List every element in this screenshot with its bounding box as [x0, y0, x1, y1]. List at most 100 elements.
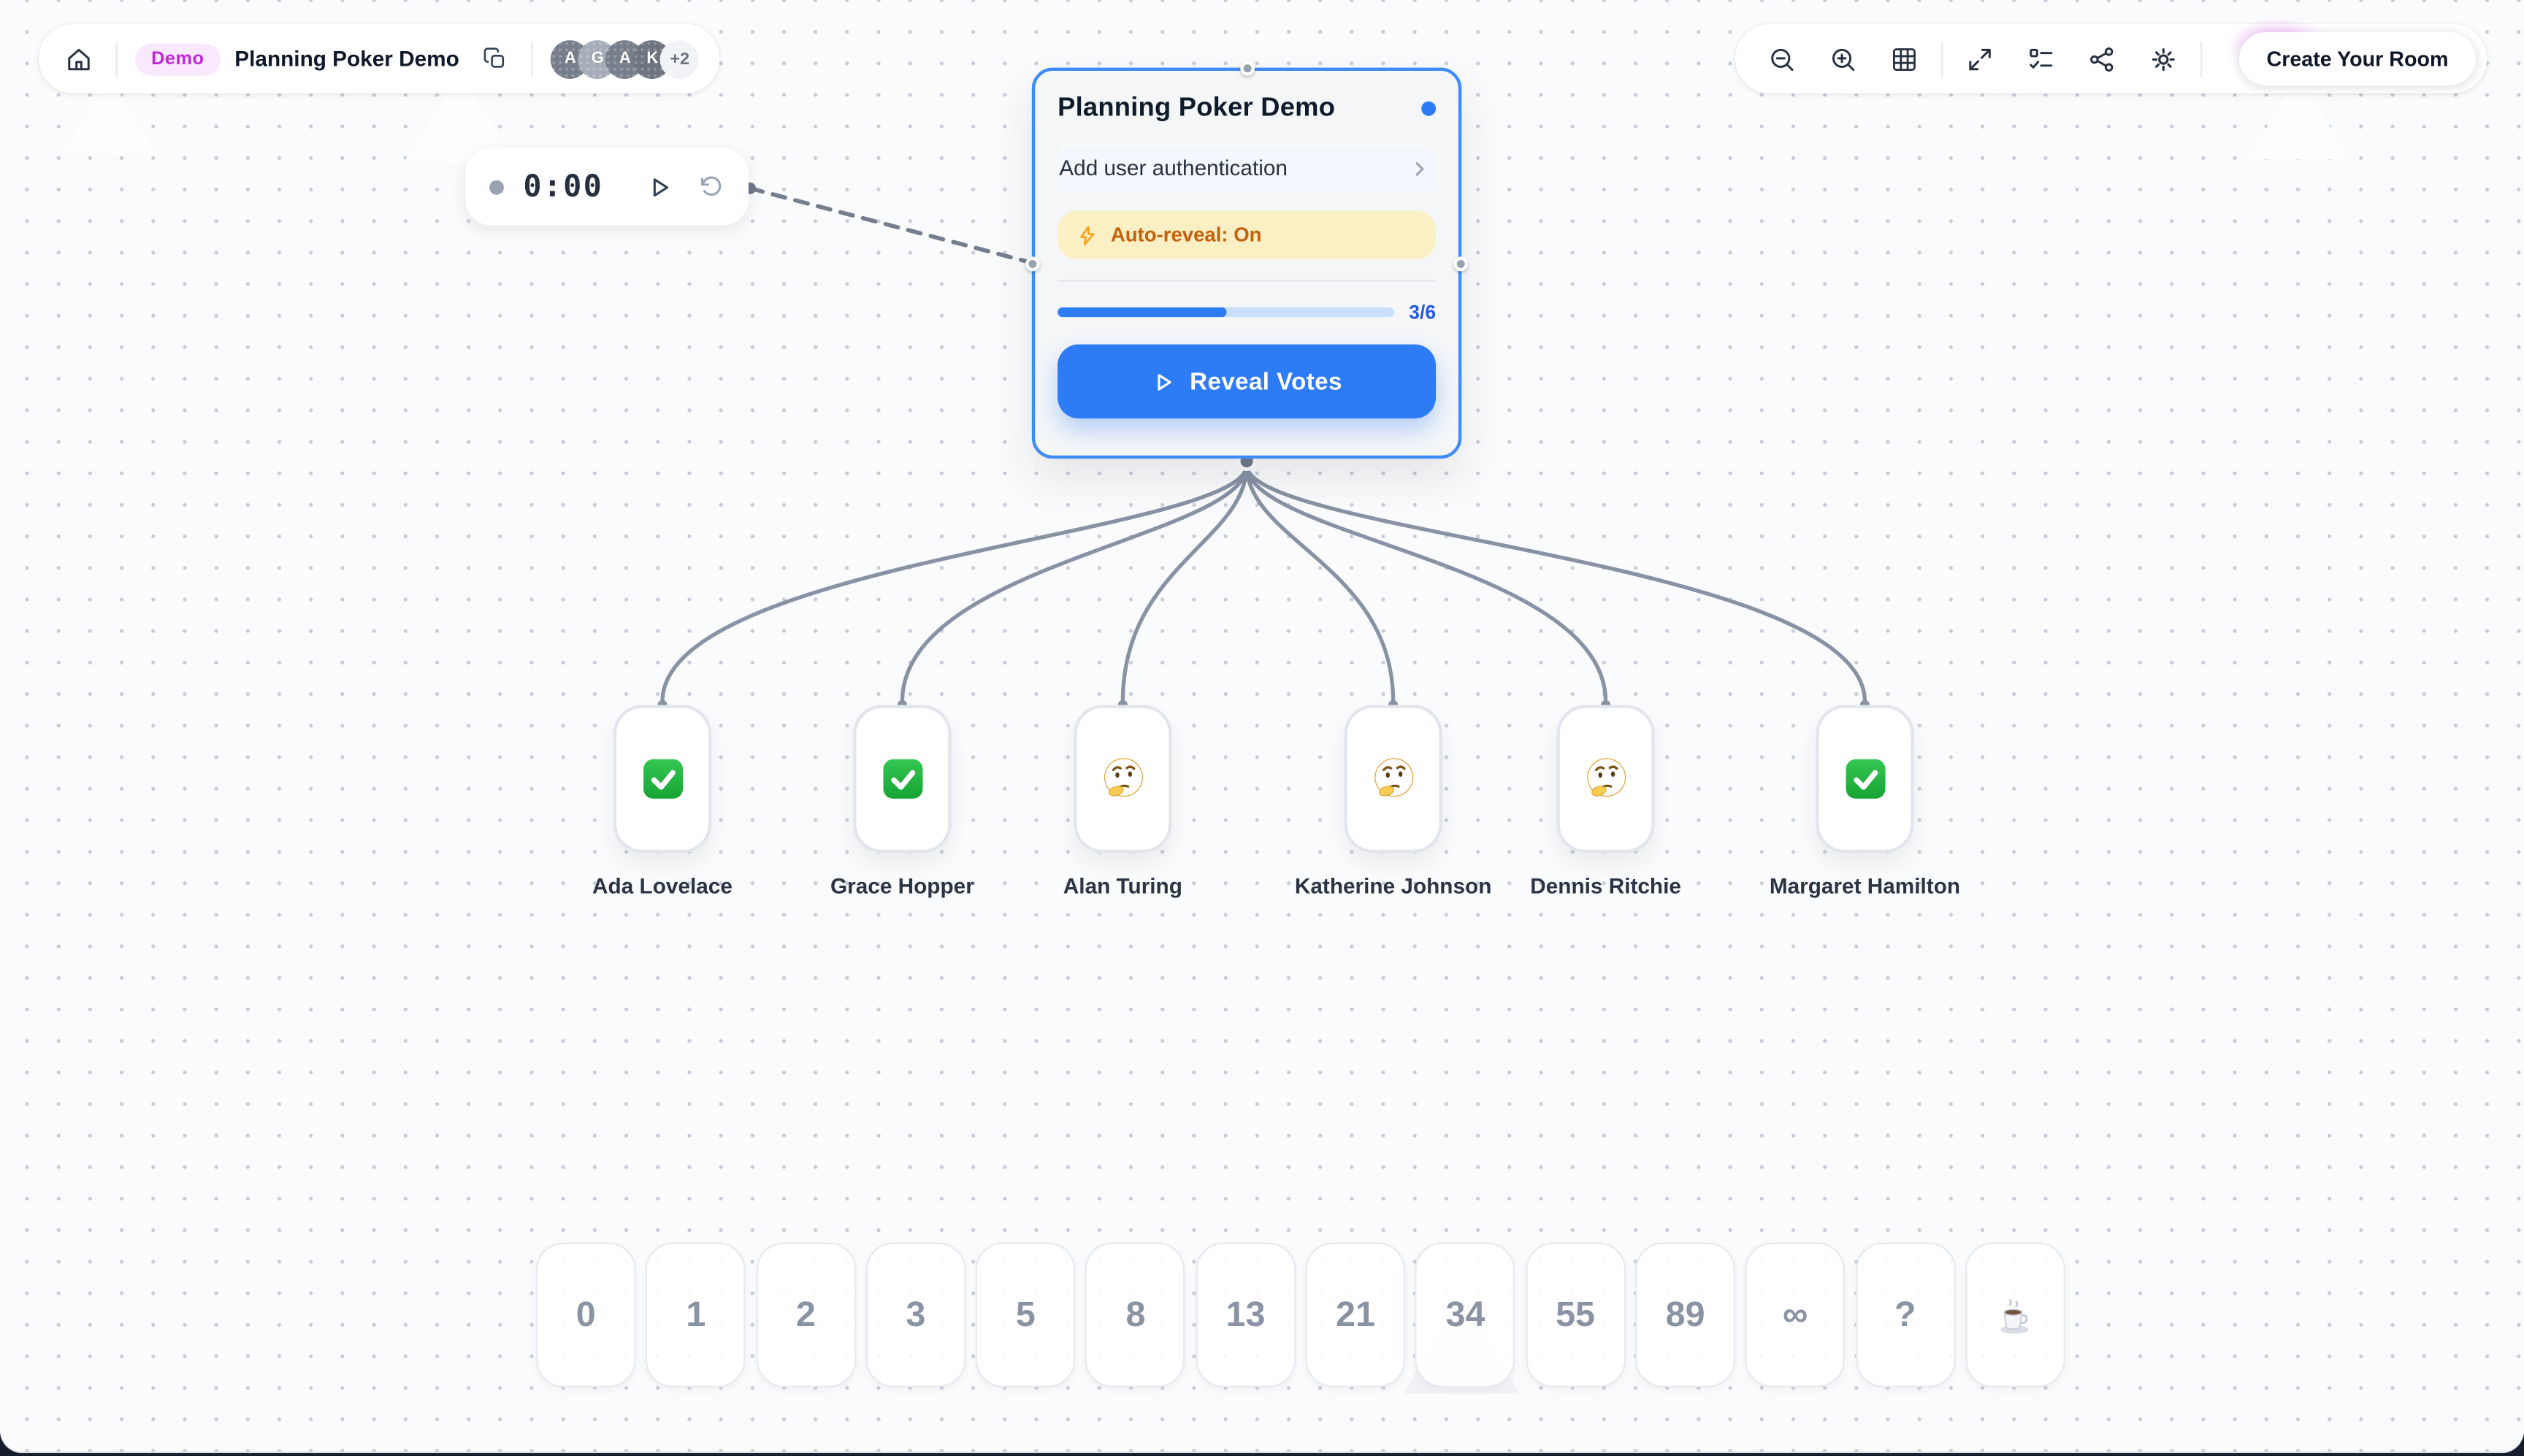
participant-card[interactable] [613, 705, 712, 854]
selection-handle-left[interactable] [1025, 256, 1040, 271]
participant-connector [900, 463, 1249, 704]
participant-card[interactable] [1556, 705, 1655, 854]
reveal-votes-label: Reveal Votes [1190, 367, 1342, 396]
checklist-button[interactable] [2022, 34, 2060, 83]
play-icon [1158, 373, 1172, 390]
grid-view-button[interactable] [1885, 34, 1924, 83]
vote-progress: 3/6 [1058, 301, 1436, 323]
vote-status-emoji [640, 756, 685, 802]
share-button[interactable] [2083, 34, 2122, 83]
vote-card-0[interactable]: 0 [535, 1242, 636, 1387]
create-room-button[interactable]: Create Your Room [2226, 18, 2476, 85]
participant-name: Grace Hopper [830, 873, 974, 898]
vote-card-label: 21 [1336, 1294, 1375, 1335]
selection-handle-top[interactable] [1239, 61, 1254, 76]
vote-card-label: ∞ [1782, 1294, 1808, 1335]
settings-button[interactable] [2144, 34, 2183, 83]
copy-title-button[interactable] [475, 34, 514, 83]
progress-track [1058, 307, 1395, 318]
divider [2200, 41, 2203, 77]
thinking-emoji [1374, 758, 1413, 797]
check-mark-emoji [642, 759, 682, 799]
vote-card-label: 0 [575, 1294, 596, 1335]
vote-card-coffee[interactable] [1965, 1242, 2065, 1387]
timer-connector [748, 186, 1033, 265]
current-story-row[interactable]: Add user authentication [1058, 145, 1437, 192]
participant-connector [660, 463, 1249, 704]
auto-reveal-banner[interactable]: Auto-reveal: On [1058, 210, 1437, 259]
vote-card-label: 89 [1665, 1294, 1705, 1335]
toolbar: Create Your Room [1735, 18, 2487, 93]
vote-card-2[interactable]: 2 [756, 1242, 856, 1387]
divider [1058, 280, 1437, 282]
story-card[interactable]: Planning Poker Demo Add user authenticat… [1025, 61, 1469, 459]
share-icon [2090, 46, 2114, 71]
home-button[interactable] [60, 34, 99, 83]
timer-play-button[interactable] [646, 173, 673, 200]
vote-status-emoji [1369, 755, 1418, 803]
participant-card[interactable] [853, 705, 952, 854]
checklist-icon [2030, 47, 2053, 68]
vote-status-emoji [1098, 755, 1147, 803]
reveal-votes-button[interactable]: Reveal Votes [1058, 344, 1437, 419]
participant-card[interactable] [1074, 705, 1172, 854]
copy-icon [483, 47, 504, 68]
divider [532, 41, 534, 77]
fit-view-button[interactable] [1961, 34, 2000, 83]
vote-card-label: 2 [795, 1294, 816, 1335]
divider [1941, 41, 1943, 77]
zoom-in-button[interactable] [1824, 34, 1862, 83]
participant-connector [1120, 463, 1249, 704]
vote-card-5[interactable]: 5 [976, 1242, 1076, 1387]
participant-connector [1244, 463, 1867, 704]
lightning-icon [1080, 225, 1095, 245]
vote-card-89[interactable]: 89 [1635, 1242, 1735, 1387]
divider [115, 41, 118, 77]
vote-card-label: 13 [1225, 1294, 1266, 1335]
thinking-emoji [1586, 758, 1626, 797]
progress-label: 3/6 [1409, 301, 1437, 324]
vote-card-8[interactable]: 8 [1085, 1242, 1186, 1387]
current-story-label: Add user authentication [1059, 156, 1288, 180]
story-card-title: Planning Poker Demo [1058, 93, 1336, 123]
vote-card-1[interactable]: 1 [646, 1242, 746, 1387]
vote-card-21[interactable]: 21 [1305, 1242, 1406, 1387]
vote-card-13[interactable]: 13 [1196, 1242, 1296, 1387]
vote-status-emoji [880, 756, 925, 802]
zoom-out-icon [1771, 47, 1794, 70]
reset-icon [700, 175, 722, 195]
participant-connector [1244, 463, 1396, 704]
vote-card-question[interactable]: ? [1855, 1242, 1956, 1387]
settings-icon [2152, 47, 2175, 70]
vote-card-55[interactable]: 55 [1525, 1242, 1626, 1387]
demo-badge: Demo [135, 42, 221, 75]
vote-card-label: 55 [1556, 1294, 1596, 1335]
participant-name: Margaret Hamilton [1769, 873, 1961, 898]
vote-card-label: 34 [1445, 1294, 1485, 1335]
selection-handle-right[interactable] [1453, 256, 1469, 271]
home-icon [68, 47, 90, 70]
record-dot [489, 179, 504, 194]
vote-card-infinity[interactable]: ∞ [1745, 1242, 1846, 1387]
timer-reset-button[interactable] [697, 173, 724, 200]
participant-card[interactable] [1344, 705, 1442, 854]
zoom-out-button[interactable] [1763, 34, 1802, 83]
timer-widget[interactable]: 0:00 [464, 147, 749, 226]
vote-card-label: 1 [686, 1294, 706, 1335]
vote-card-3[interactable]: 3 [865, 1242, 966, 1387]
header-bar: Demo Planning Poker Demo A G A K +2 [38, 24, 720, 93]
check-mark-emoji [1845, 759, 1885, 799]
zoom-in-icon [1832, 47, 1855, 70]
play-icon [653, 177, 669, 196]
auto-reveal-label: Auto-reveal: On [1110, 223, 1262, 247]
participant-name: Ada Lovelace [592, 873, 733, 898]
vote-status-emoji [1582, 755, 1630, 803]
participant-card[interactable] [1816, 705, 1914, 854]
vote-card-label: 8 [1125, 1294, 1146, 1335]
participant-connector [1244, 463, 1608, 704]
vote-card-34[interactable]: 34 [1415, 1242, 1515, 1387]
voting-card-row: 0 1 2 3 5 8 13 21 34 55 89 ∞ ? [535, 1242, 2065, 1387]
